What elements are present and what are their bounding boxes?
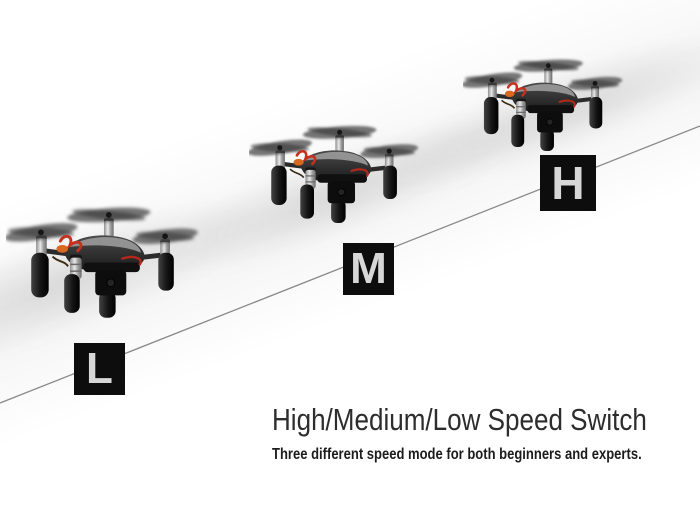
speed-label-medium: M xyxy=(343,243,394,295)
caption-title: High/Medium/Low Speed Switch xyxy=(272,402,647,437)
caption-subtitle: Three different speed mode for both begi… xyxy=(272,446,642,463)
caption: High/Medium/Low Speed Switch Three diffe… xyxy=(272,402,692,464)
speed-label-high-letter: H xyxy=(551,157,585,209)
quadcopter-high-speed xyxy=(463,55,624,152)
speed-label-medium-letter: M xyxy=(350,244,387,293)
speed-label-high: H xyxy=(540,155,596,211)
quadcopter-medium-speed xyxy=(249,121,420,224)
quadcopter-low-speed xyxy=(6,202,200,319)
speed-label-low: L xyxy=(74,343,125,395)
speed-label-low-letter: L xyxy=(86,344,113,393)
